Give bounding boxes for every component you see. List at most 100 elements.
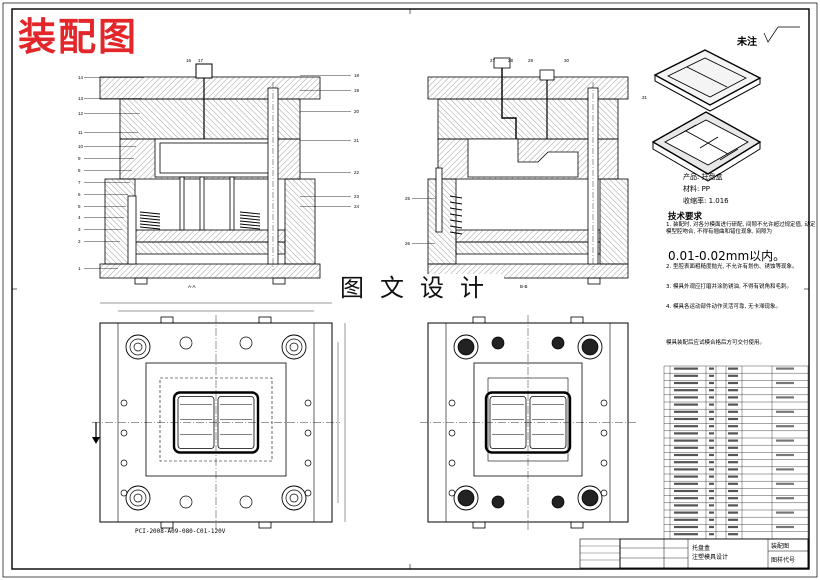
surface-note-label: 未注	[737, 37, 757, 48]
bom-qty-mark	[709, 374, 714, 377]
red-title: 装配图	[18, 14, 139, 59]
moulded-part-profile	[467, 138, 579, 178]
bolt-hole	[239, 336, 253, 350]
tech-requirement-footer: 模具装配后应试模合格后方可交付使用。	[666, 340, 766, 346]
plan-foot	[570, 316, 584, 324]
bolt-hole	[239, 495, 253, 509]
bom-description-mark	[674, 374, 698, 377]
tray-inner	[667, 57, 747, 98]
bom-qty-mark	[709, 389, 714, 392]
bom-description-mark	[674, 446, 698, 449]
bom-material-mark	[728, 468, 738, 471]
bom-description-mark	[674, 432, 698, 435]
bom-qty-mark	[709, 410, 714, 413]
part-number-label: 4	[78, 215, 81, 220]
bom-qty-mark	[709, 439, 714, 442]
spring-coil	[239, 217, 261, 221]
ejector-plate	[455, 241, 601, 255]
bom-material-mark	[728, 432, 738, 435]
part-number-label: 19	[354, 88, 360, 93]
drawing-code: 图样代号	[771, 557, 796, 564]
section-label: A-A	[188, 284, 196, 289]
bom-description-mark	[674, 389, 698, 392]
section-arrow-head	[92, 437, 100, 444]
bom-description-mark	[674, 525, 698, 529]
spring-coil	[139, 220, 161, 224]
side-bolt-hole	[600, 459, 608, 467]
ejector-retainer-plate	[455, 229, 601, 243]
bom-description-mark	[674, 403, 698, 406]
tech-requirements-heading: 技术要求	[668, 212, 703, 222]
bom-qty-mark	[709, 511, 714, 514]
bom-material-mark	[728, 389, 738, 392]
ejector-pin	[199, 176, 205, 231]
bom-qty-mark	[709, 482, 714, 485]
roughness-symbol	[763, 26, 800, 43]
part-number-label: 12	[78, 111, 84, 116]
bom-note-mark	[776, 425, 794, 428]
bom-note-mark	[776, 439, 794, 442]
spring-coil	[239, 226, 261, 230]
part-number-label: 14	[78, 75, 84, 80]
spacer-block-right	[599, 178, 629, 265]
guide-pin-core	[133, 342, 143, 352]
bom-material-mark	[728, 504, 738, 507]
bom-material-mark	[728, 381, 738, 385]
bom-description-mark	[674, 425, 698, 428]
bom-material-mark	[728, 482, 738, 485]
bom-note-mark	[776, 410, 794, 413]
bom-description-mark	[674, 453, 698, 457]
part-number-label: 20	[354, 109, 360, 114]
bom-description-mark	[674, 396, 698, 399]
bom-material-mark	[728, 417, 738, 421]
plan-foot	[160, 316, 174, 324]
tech-tolerance: 0.01-0.02mm以内。	[668, 249, 786, 263]
spring-coil	[139, 217, 161, 221]
bom-description-mark	[674, 489, 698, 493]
spring-coil	[239, 214, 261, 218]
side-bolt-hole	[600, 489, 608, 497]
moulded-part-outline	[159, 142, 271, 174]
plan-foot	[472, 521, 486, 529]
spring-coil	[449, 219, 463, 223]
bom-qty-mark	[709, 497, 714, 500]
bom-qty-mark	[709, 518, 714, 521]
spring-coil	[139, 214, 161, 218]
part-number-label: 2	[78, 239, 81, 244]
tech-requirement-item: 2. 型腔表面粗糙度抛光, 不允许有划伤、锈蚀等现象。	[666, 264, 798, 270]
tech-requirement-item: 4. 模具各运动部件动作灵活可靠, 无卡滞现象。	[666, 304, 781, 310]
part-number-label: 8	[78, 168, 81, 173]
base-foot	[272, 277, 286, 285]
bom-qty-mark	[709, 417, 714, 421]
product-material: 材料: PP	[683, 185, 711, 193]
guide-pin-circle	[457, 338, 475, 356]
bom-description-mark	[674, 533, 698, 536]
guide-pin-circle	[457, 489, 475, 507]
bom-qty-mark	[709, 461, 714, 464]
guide-bush-circle	[453, 485, 479, 511]
guide-pin-core	[133, 493, 143, 503]
side-bolt-hole	[600, 429, 608, 437]
sprue-bush	[493, 57, 511, 69]
spring-coil	[449, 201, 463, 205]
side-bolt-hole	[120, 459, 128, 467]
part-number-label: 1	[78, 266, 81, 271]
side-bolt-hole	[304, 429, 312, 437]
bom-material-mark	[728, 489, 738, 493]
bom-qty-mark	[709, 396, 714, 399]
product-name: 产品: 托盘盒	[683, 173, 723, 181]
return-pin	[435, 167, 443, 233]
bom-material-mark	[728, 453, 738, 457]
bom-note-mark	[776, 497, 794, 500]
part-number-label: 21	[354, 138, 360, 143]
bom-note-mark	[776, 511, 794, 514]
part-number-label: 5	[78, 204, 81, 209]
bom-material-mark	[728, 446, 738, 449]
bom-qty-mark	[709, 425, 714, 428]
bom-note-mark	[776, 381, 794, 385]
locating-ring	[195, 63, 213, 79]
plan-foot	[160, 521, 174, 529]
ejector-retainer-plate	[134, 229, 286, 243]
part-number-label: 25	[405, 196, 411, 201]
